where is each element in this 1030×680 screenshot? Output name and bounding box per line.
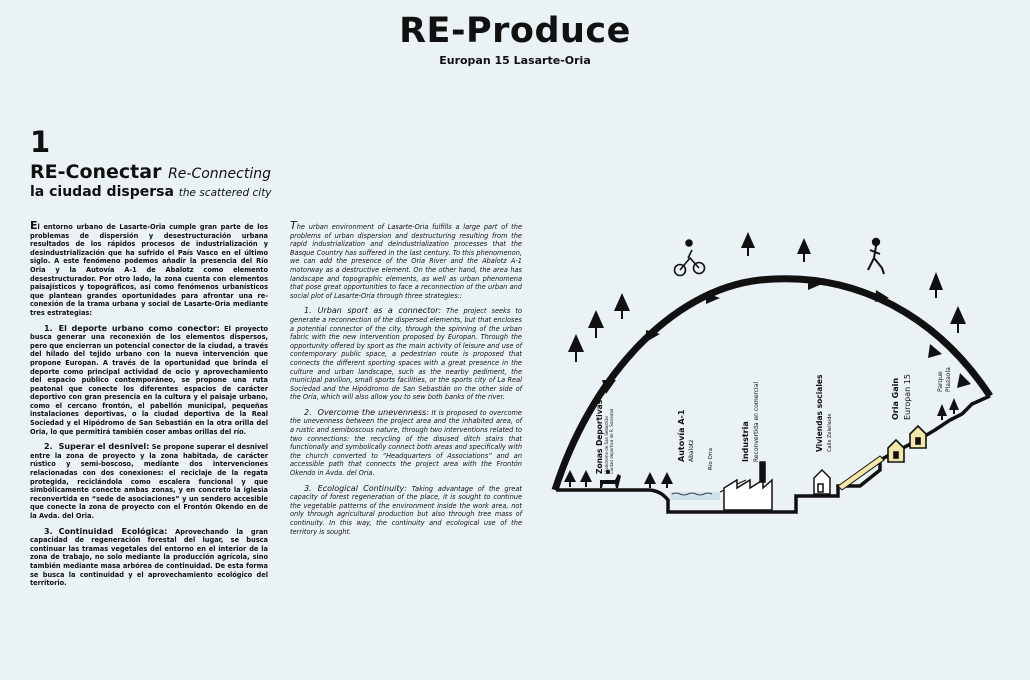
strategy-body: Aprovechando la gran capacidad de regene… [30, 527, 268, 588]
strategy-number: 3. [304, 483, 312, 493]
section-diagram: Zonas Deportivas Hipódromo de San Sebast… [551, 232, 993, 514]
label-autovia-title: Autovía A-1 [677, 409, 686, 462]
text-column-english: The urban environment of Lasarte-Oria fu… [290, 219, 522, 543]
strategy-body: Se propone superar el desnivel entre la … [30, 443, 269, 520]
label-autovia-line2: Río Oria [707, 448, 714, 470]
label-viviendas-line1: Calle Zeleilaide [827, 414, 833, 452]
strategy-number: 3. [44, 526, 53, 536]
page-subtitle: Europan 15 Lasarte-Oria [439, 54, 591, 67]
labels: Zonas Deportivas Hipódromo de San Sebast… [595, 367, 952, 474]
drop-cap: E [30, 219, 38, 232]
arrow-icon [928, 344, 942, 358]
label-oria-line1: Europan 15 [903, 374, 912, 420]
tree-icon [568, 334, 584, 362]
strategy-paragraph-2: 2. Superar el desnivel: Se propone supera… [30, 442, 269, 520]
tree-icon [741, 232, 755, 256]
tree-icon [580, 470, 592, 487]
page-title: RE-Produce [399, 11, 631, 51]
section-subheading: la ciudad dispersa the scattered city [30, 185, 272, 199]
social-housing-icon [813, 468, 831, 495]
arrow-icon [706, 293, 720, 304]
arrow-icon [602, 380, 616, 394]
tree-icons [564, 232, 966, 488]
label-parque-line1: Parque [937, 371, 944, 392]
strategy-title: Superar el desnivel: [58, 442, 150, 452]
ground-profile [556, 394, 991, 514]
strategy-paragraph-2: 2. Overcome the unevenness: It is propose… [290, 407, 522, 478]
arrow-icon [646, 330, 660, 342]
industry-building-icon [723, 461, 773, 511]
subheading-en: the scattered city [178, 187, 272, 199]
route-arrows [602, 278, 971, 394]
strategy-title: Ecological Continuity: [317, 483, 407, 493]
intro-paragraph: El entorno urbano de Lasarte-Oria cumple… [30, 219, 268, 318]
arrow-icon [875, 290, 889, 302]
connecting-route-arch [551, 275, 993, 492]
tree-icon [937, 404, 947, 420]
tree-icon [564, 470, 576, 487]
label-industria-line1: Reconvertida en comercial [753, 382, 760, 462]
section-heading: RE-Conectar Re-Connecting [30, 163, 271, 182]
oria-gain-houses-icon [887, 424, 927, 463]
strategy-title: Overcome the unevenness: [317, 407, 429, 417]
text-column-spanish: El entorno urbano de Lasarte-Oria cumple… [30, 219, 269, 595]
label-zonas-line2: Ciudad deportiva de R. Sociedad [609, 408, 614, 474]
intro-text: he urban environment of Lasarte-Oria ful… [290, 223, 522, 300]
label-zonas-line1: Hipódromo de San Sebastián [604, 415, 609, 474]
tree-icon [949, 398, 959, 414]
tree-icon [929, 272, 943, 298]
heading-es: RE-Conectar [30, 161, 162, 183]
subheading-es: la ciudad dispersa [30, 184, 174, 200]
label-parque-line2: Plazaola [945, 367, 952, 392]
section-number: 1 [30, 125, 51, 159]
runner-icon [867, 237, 885, 275]
strategy-title: Continuidad Ecológica: [58, 526, 168, 536]
strategy-number: 1. [44, 323, 53, 333]
cyclist-icon [673, 239, 706, 277]
arrow-icon [957, 373, 971, 388]
strategy-title: El deporte urbano como conector: [58, 323, 220, 333]
strategy-number: 1. [304, 306, 312, 316]
label-oria-title: Oria Gain [891, 378, 900, 420]
strategy-body: The project seeks to generate a reconnec… [290, 307, 522, 402]
label-autovia-line1: Abalotz [688, 440, 695, 462]
strategy-number: 2. [304, 407, 312, 417]
horse-icon [600, 470, 621, 488]
strategy-paragraph-1: 1. El deporte urbano como conector: El pr… [30, 323, 269, 437]
drop-cap: T [290, 219, 297, 232]
heading-en: Re-Connecting [168, 166, 272, 182]
label-viviendas-title: Viviendas sociales [815, 374, 824, 452]
tree-icon [588, 310, 604, 338]
intro-text: l entorno urbano de Lasarte-Oria cumple … [30, 223, 268, 317]
strategy-paragraph-3: 3. Continuidad Ecológica: Aprovechando la… [30, 526, 268, 588]
intro-paragraph: The urban environment of Lasarte-Oria fu… [290, 219, 522, 300]
tree-icon [614, 293, 630, 319]
strategy-paragraph-1: 1. Urban sport as a connector: The projec… [290, 307, 522, 402]
strategy-paragraph-3: 3. Ecological Continuity: Taking advantag… [290, 483, 522, 537]
tree-icon [950, 306, 966, 333]
tree-icon [661, 472, 673, 488]
tree-icon [797, 238, 811, 262]
label-zonas-title: Zonas Deportivas [595, 399, 604, 474]
strategy-body: Taking advantage of the great capacity o… [290, 484, 522, 536]
strategy-title: Urban sport as a connector: [317, 306, 442, 316]
strategy-body: It is proposed to overcome the unevennes… [290, 408, 522, 478]
arrow-icon [808, 278, 822, 290]
strategy-number: 2. [44, 442, 53, 452]
accessible-ramp [837, 455, 885, 491]
tree-icon [644, 472, 656, 488]
label-industria-title: Industria [741, 421, 750, 462]
strategy-body: El proyecto busca generar una reconexión… [30, 324, 269, 436]
